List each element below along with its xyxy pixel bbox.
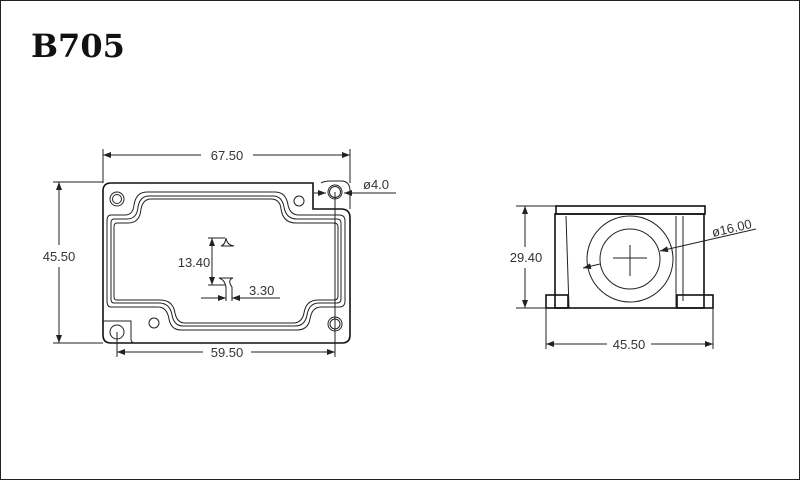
- model-title: B705: [31, 27, 125, 65]
- height-dimension-label: 45.50: [43, 249, 76, 264]
- hole-diameter-label: ø4.0: [363, 177, 389, 192]
- port-outer-circle: [586, 215, 674, 303]
- slot-width-label: 3.30: [249, 283, 274, 298]
- top-view: 67.50 45.50 59.50 ø4.0 13.40 3.30: [43, 148, 396, 360]
- side-view: ø16.00 29.40 45.50: [510, 205, 757, 352]
- top-view-outline: [102, 182, 351, 344]
- port-inner-circle: [599, 228, 661, 290]
- side-width-label: 45.50: [613, 337, 646, 352]
- side-height-label: 29.40: [510, 250, 543, 265]
- width-dimension-label: 67.50: [211, 148, 244, 163]
- lid: [555, 205, 706, 215]
- slot-top: [220, 237, 235, 247]
- slot-spacing-label: 13.40: [178, 255, 211, 270]
- port-diameter-label: ø16.00: [710, 216, 753, 240]
- hole-spacing-label: 59.50: [211, 345, 244, 360]
- foot-left: [545, 294, 569, 309]
- foot-right: [676, 294, 714, 309]
- slot-bottom: [218, 277, 234, 301]
- gasket-outline: [106, 191, 346, 331]
- body: [554, 213, 705, 309]
